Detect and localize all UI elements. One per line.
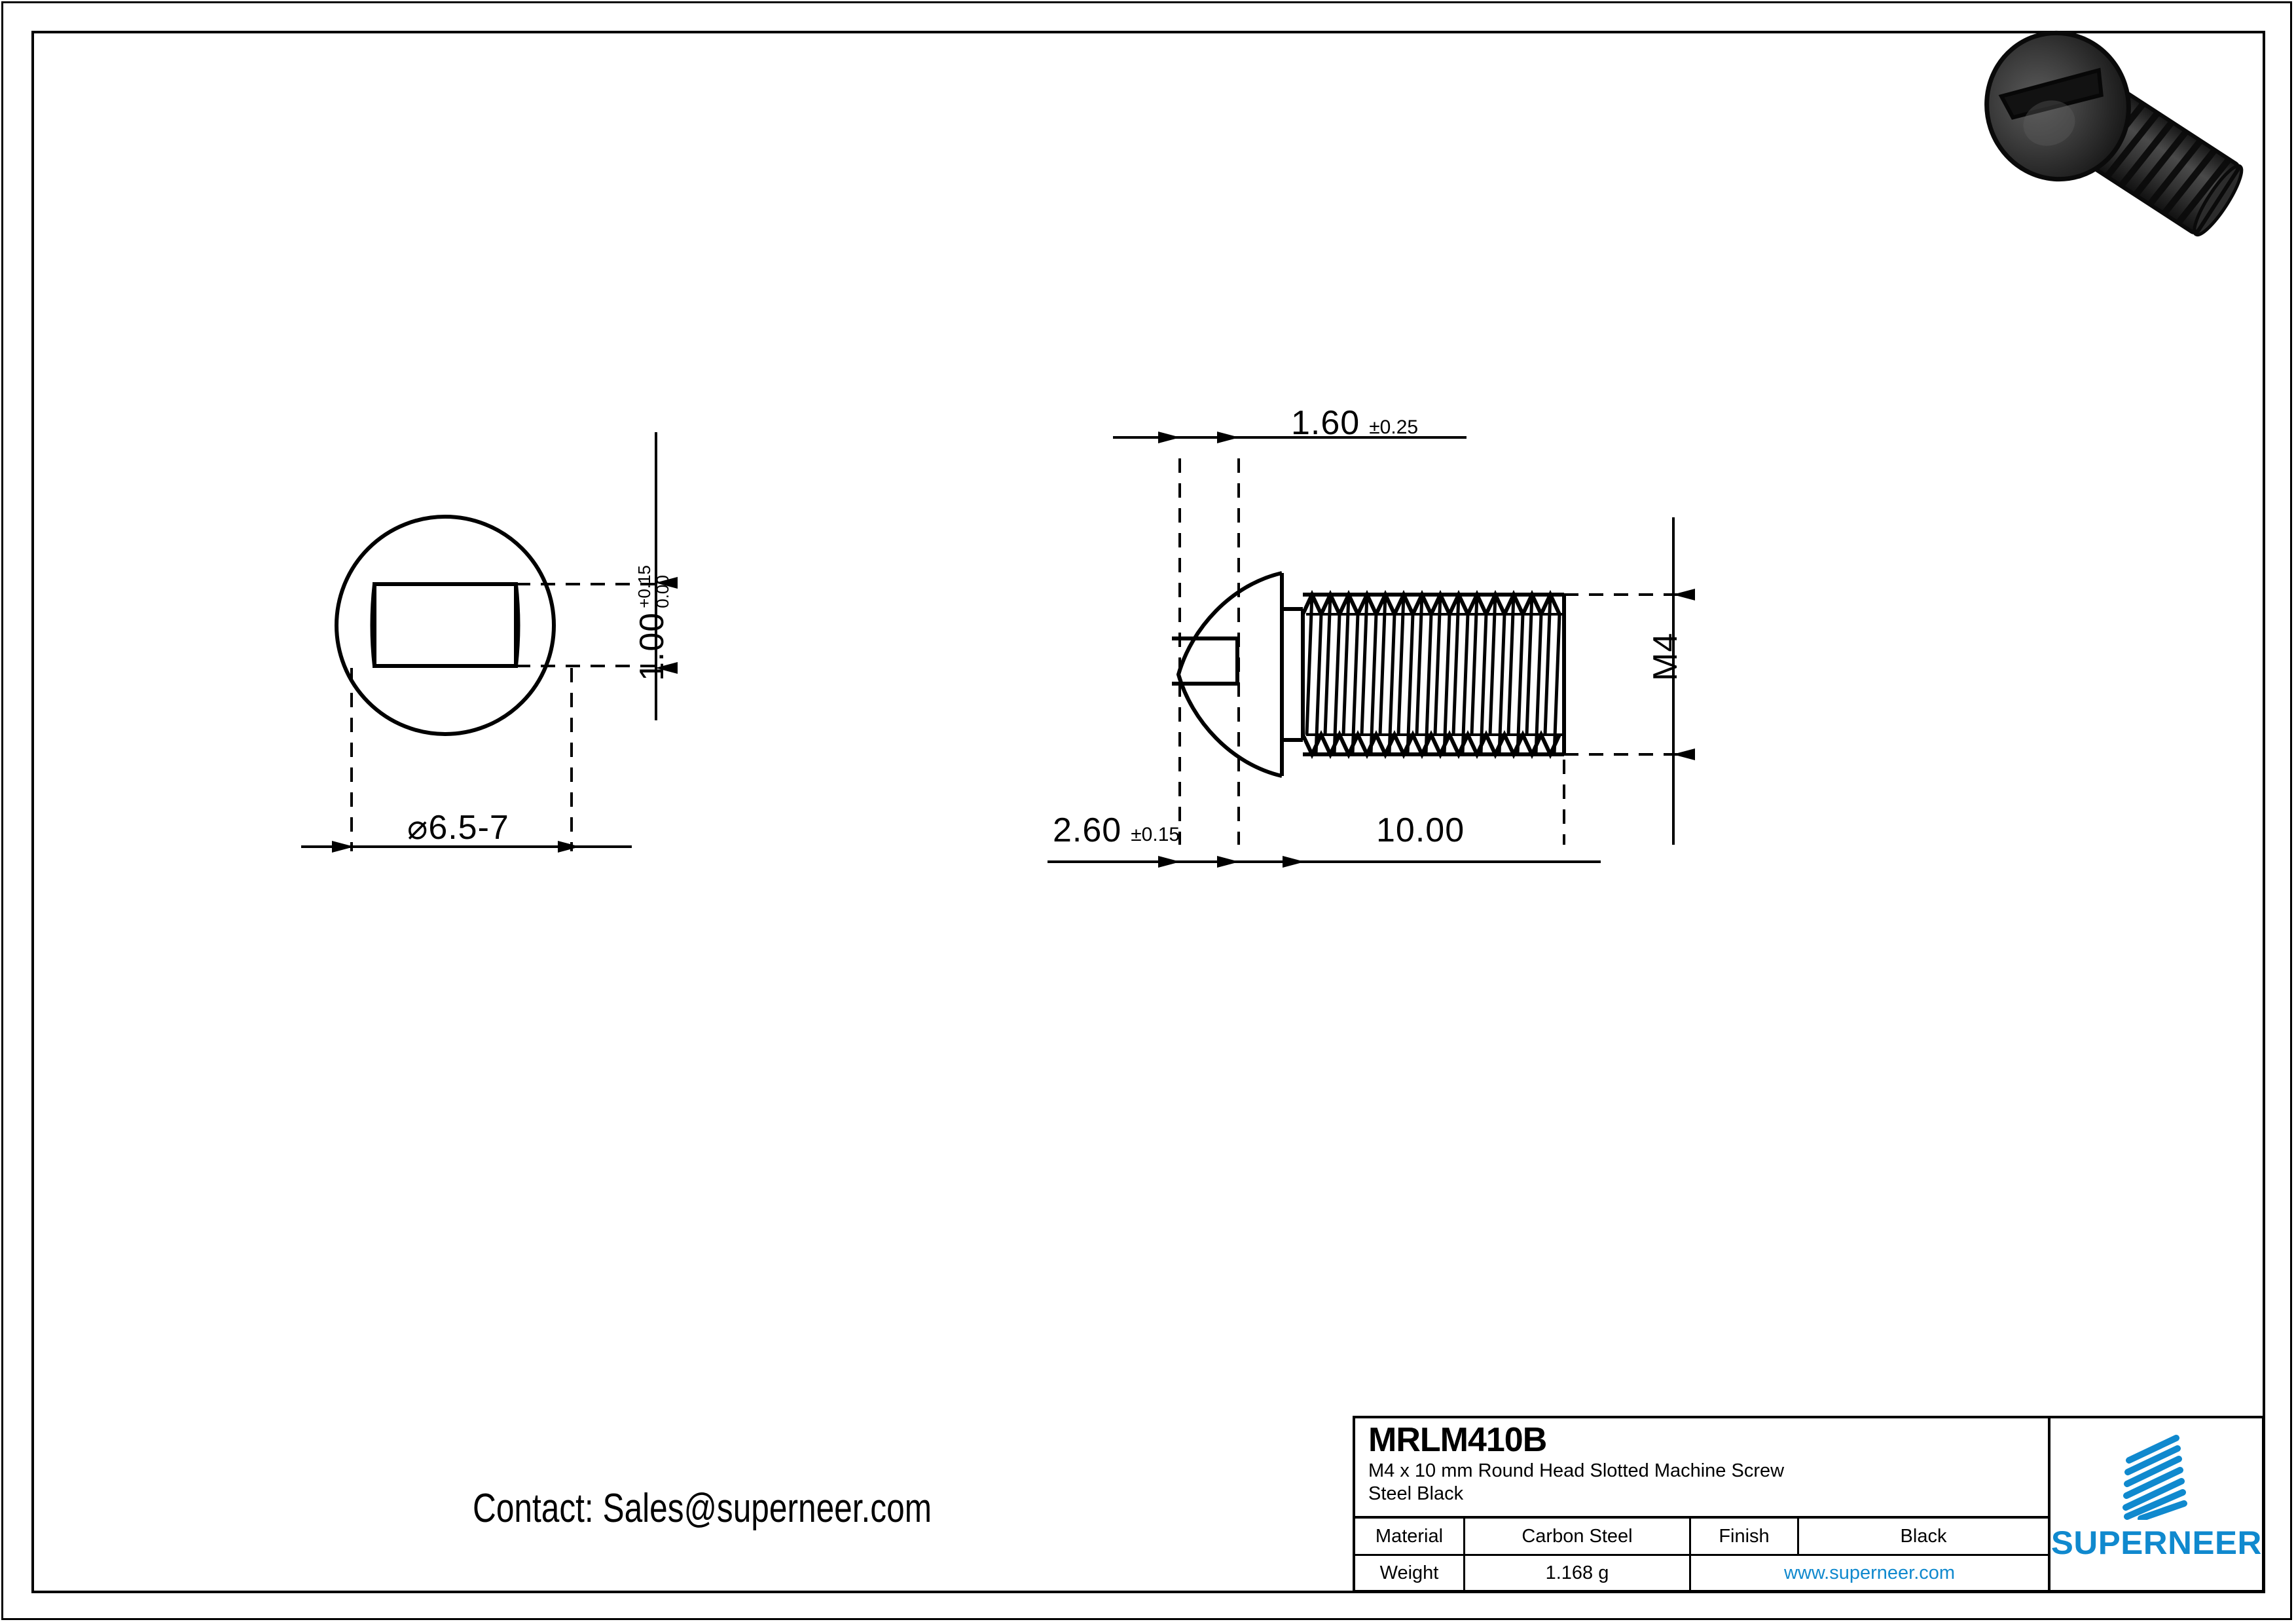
head-silhouette xyxy=(1176,571,1283,778)
dim-label-head-diameter: ⌀6.5-7 xyxy=(407,809,509,847)
dim-tolerance-slot-depth: ±0.25 xyxy=(1369,416,1419,438)
finish-value: Black xyxy=(1900,1525,1947,1547)
part-number: MRLM410B xyxy=(1368,1421,1547,1459)
weight-value: 1.168 g xyxy=(1465,1556,1691,1590)
website-url-cell[interactable]: www.superneer.com xyxy=(1691,1556,2048,1590)
website-url-link[interactable]: www.superneer.com xyxy=(1783,1562,1956,1583)
dim-label-head-height: 2.60 xyxy=(1053,811,1122,849)
description-line-2: Steel Black xyxy=(1368,1483,1464,1504)
slot-rectangle xyxy=(373,582,518,668)
page-inner-frame xyxy=(31,31,2265,1593)
contact-line: Contact: Sales@superneer.com xyxy=(473,1486,932,1531)
head-outline-circle xyxy=(335,515,556,736)
dim-tolerance-slot-width: +0.15 0.00 xyxy=(634,564,672,608)
title-block-row-material: Material Carbon Steel Finish Black xyxy=(1355,1519,2048,1556)
material-value: Carbon Steel xyxy=(1465,1519,1691,1554)
description-line-1: M4 x 10 mm Round Head Slotted Machine Sc… xyxy=(1368,1460,1785,1481)
slot-left-arc xyxy=(370,583,376,667)
screw-3d-render xyxy=(1984,30,2244,237)
dim-label-slot-width: 1.00 xyxy=(633,612,671,681)
title-block-logo-cell: SUPERNEER xyxy=(2050,1418,2262,1590)
screw-head-profile xyxy=(1202,575,1282,774)
render-head xyxy=(1984,30,2131,182)
head-end-view xyxy=(301,432,678,853)
title-block-description: MRLM410B M4 x 10 mm Round Head Slotted M… xyxy=(1355,1418,2048,1519)
dim-label-thread-length: 10.00 xyxy=(1376,811,1465,849)
weight-label: Weight xyxy=(1355,1556,1465,1590)
dim-group-slot-width: 1.00 +0.15 0.00 xyxy=(632,565,672,681)
diameter-symbol-icon: ⌀ xyxy=(407,809,429,847)
finish-label: Finish xyxy=(1691,1519,1799,1554)
superneer-logo-icon xyxy=(2122,1435,2187,1520)
render-slot xyxy=(1998,67,2104,120)
side-profile-view xyxy=(1048,432,1695,868)
dim-tolerance-head-height: ±0.15 xyxy=(1131,824,1180,845)
dim-group-slot-depth: 1.60 ±0.25 xyxy=(1291,406,1418,440)
title-block: MRLM410B M4 x 10 mm Round Head Slotted M… xyxy=(1353,1416,2265,1593)
brand-wordmark: SUPERNEER xyxy=(2050,1524,2262,1561)
title-block-row-weight: Weight 1.168 g www.superneer.com xyxy=(1355,1556,2048,1590)
material-label: Material xyxy=(1355,1519,1465,1554)
thread-geometry xyxy=(1301,589,1566,760)
dim-label-slot-depth: 1.60 xyxy=(1291,404,1360,442)
dim-group-head-height: 2.60 ±0.15 xyxy=(1053,813,1180,847)
dim-label-thread-size: M4 xyxy=(1647,632,1685,681)
slot-right-arc xyxy=(514,583,520,667)
title-block-left: MRLM410B M4 x 10 mm Round Head Slotted M… xyxy=(1355,1418,2050,1590)
